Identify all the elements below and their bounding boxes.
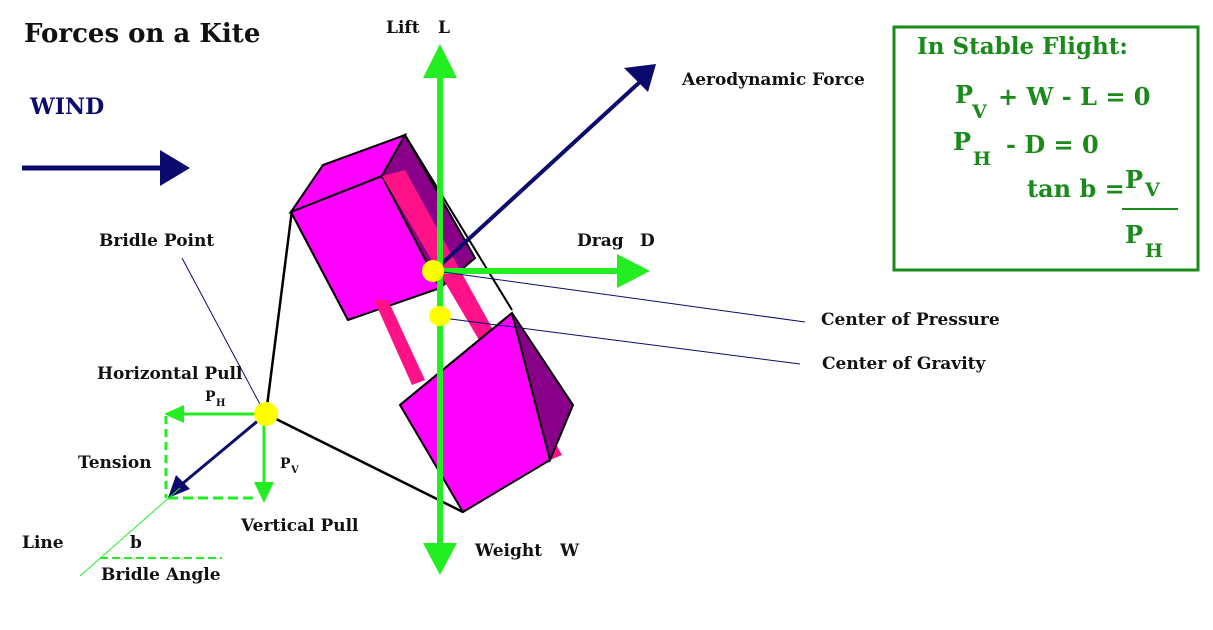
center-strip bbox=[374, 300, 425, 385]
wind-arrow bbox=[22, 150, 190, 186]
horizontal-pull-label: Horizontal Pull bbox=[97, 364, 243, 384]
eq1-p: P bbox=[955, 80, 973, 109]
eq2-sub: H bbox=[973, 148, 991, 170]
lift-label: Lift bbox=[386, 18, 420, 38]
tension-label: Tension bbox=[78, 453, 152, 473]
center-of-pressure-label: Center of Pressure bbox=[821, 310, 1000, 330]
equations-header: In Stable Flight: bbox=[917, 33, 1128, 60]
eq3-num-p: P bbox=[1125, 165, 1143, 194]
eq3-lhs: tan b = bbox=[1027, 174, 1125, 203]
bridle-point-pointer bbox=[181, 257, 263, 409]
bridle-point-label: Bridle Point bbox=[99, 231, 214, 251]
pv-symbol-sub: V bbox=[290, 465, 299, 476]
center-gravity-pointer bbox=[442, 317, 801, 365]
lower-cell-side bbox=[511, 312, 575, 464]
tension-arrow bbox=[168, 412, 267, 498]
center-of-pressure-dot bbox=[422, 260, 444, 282]
eq1-sub: V bbox=[971, 101, 988, 123]
weight-symbol: W bbox=[559, 541, 580, 561]
pv-symbol-main: P bbox=[280, 456, 291, 472]
equation-box bbox=[892, 25, 1200, 272]
drag-arrow bbox=[440, 254, 650, 288]
horizontal-pull-arrow bbox=[164, 405, 266, 423]
lift-arrow bbox=[423, 44, 457, 272]
aerodynamic-force-arrow bbox=[433, 64, 656, 272]
aerodynamic-force-label: Aerodynamic Force bbox=[681, 70, 865, 90]
weight-label: Weight bbox=[474, 541, 542, 561]
bridle-angle-label: Bridle Angle bbox=[101, 565, 221, 585]
eq3-den-p: P bbox=[1125, 220, 1143, 249]
eq3-den-sub: H bbox=[1145, 240, 1163, 262]
ph-symbol-main: P bbox=[205, 389, 216, 405]
stable-flight-equations: In Stable Flight: P V + W - L = 0 P H - … bbox=[892, 25, 1200, 272]
drag-symbol: D bbox=[640, 231, 655, 251]
diagram-title: Forces on a Kite bbox=[24, 19, 260, 49]
wind-label: WIND bbox=[29, 94, 104, 120]
eq2-p: P bbox=[953, 127, 971, 156]
lift-symbol: L bbox=[438, 18, 450, 38]
eq3-num-sub: V bbox=[1144, 179, 1161, 201]
center-pressure-pointer bbox=[442, 271, 806, 323]
bridle-point-dot bbox=[254, 402, 278, 426]
center-of-gravity-dot bbox=[429, 306, 451, 326]
ph-symbol-sub: H bbox=[216, 398, 225, 409]
bridle-angle-symbol: b bbox=[130, 533, 142, 553]
eq2-rest: - D = 0 bbox=[1006, 130, 1099, 159]
eq1-rest: + W - L = 0 bbox=[998, 82, 1150, 111]
vertical-pull-arrow bbox=[254, 414, 274, 503]
kite-body bbox=[264, 132, 575, 514]
line-string bbox=[79, 487, 181, 577]
vertical-pull-label: Vertical Pull bbox=[240, 516, 359, 536]
center-of-gravity-label: Center of Gravity bbox=[822, 354, 986, 374]
drag-label: Drag bbox=[577, 231, 624, 251]
line-label: Line bbox=[22, 533, 64, 553]
